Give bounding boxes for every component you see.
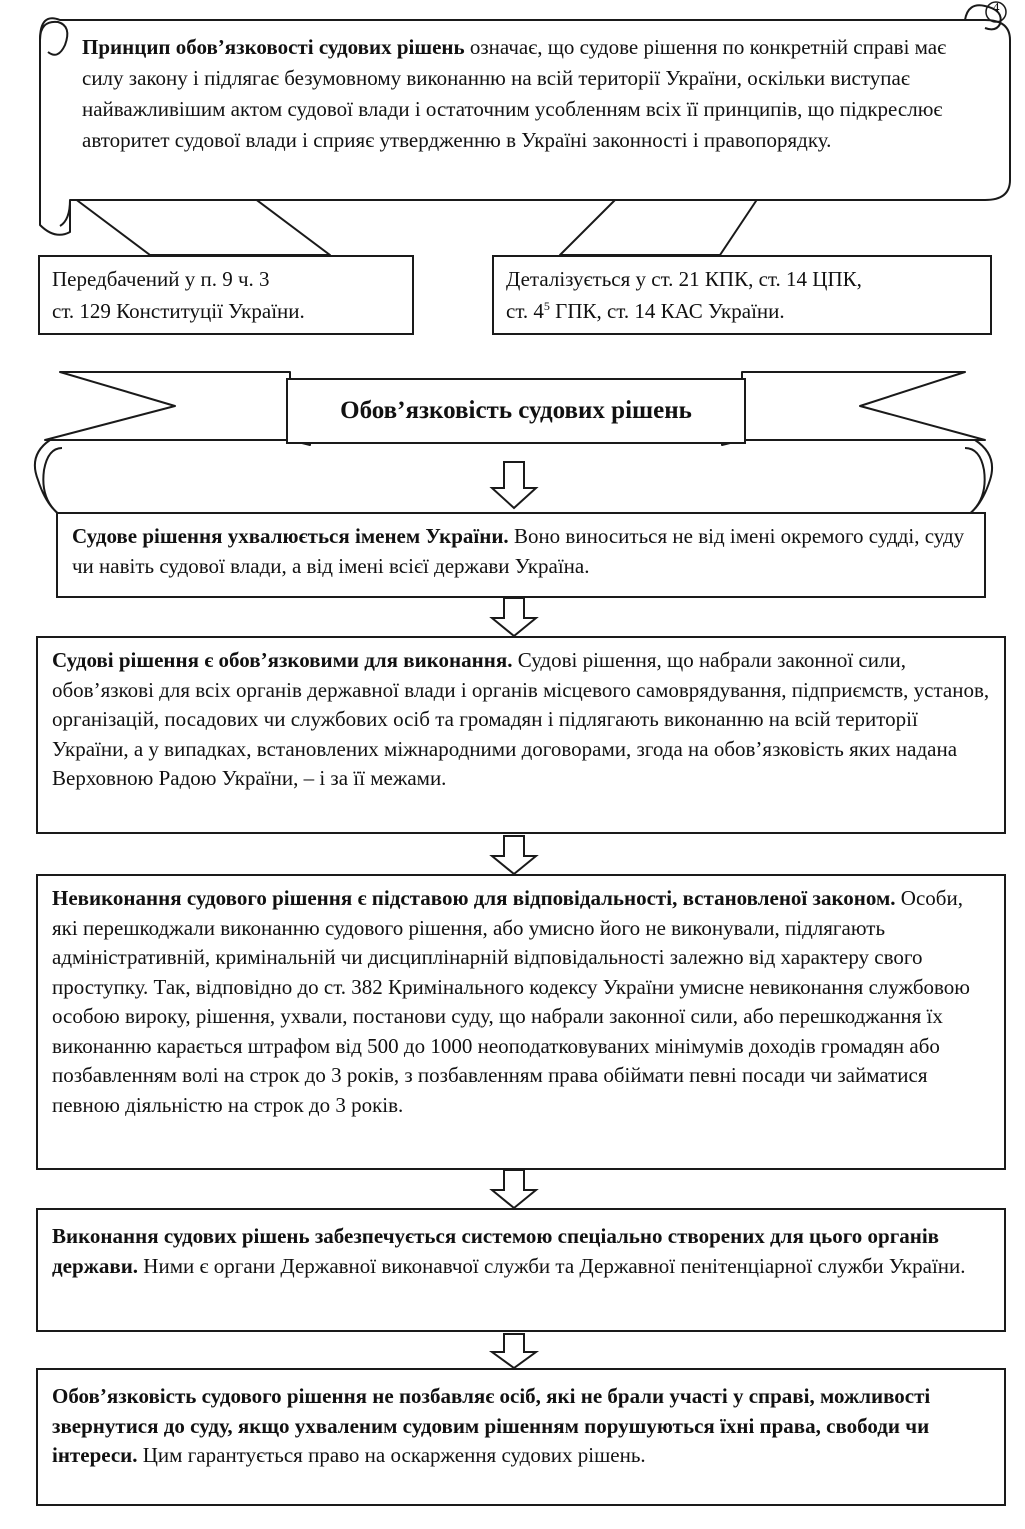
left-note-line1: Передбачений у п. 9 ч. 3: [52, 263, 400, 295]
right-note-line2: ст. 45 ГПК, ст. 14 КАС України.: [506, 295, 978, 327]
banner-title: Обов’язковість судових рішень: [286, 378, 746, 444]
block-2-bold: Судові рішення є обов’язковими для викон…: [52, 648, 512, 672]
arrow-down-5: [492, 1334, 536, 1368]
ribbon-right: [742, 372, 985, 440]
callout-tail-left: [70, 195, 330, 255]
left-note-box: Передбачений у п. 9 ч. 3 ст. 129 Констит…: [38, 255, 414, 335]
block-non-execution-liability: Невиконання судового рішення є підставою…: [36, 874, 1006, 1170]
block-5-text: Цим гарантується право на оскарження суд…: [138, 1443, 646, 1467]
corner-mark: 4: [988, 1, 1004, 17]
block-right-to-appeal: Обов’язковість судового рішення не позба…: [36, 1368, 1006, 1506]
wide-scroll-curl-left: [35, 440, 62, 515]
arrow-down-1: [492, 462, 536, 508]
wide-scroll-curl-right: [965, 440, 992, 515]
block-3-text: Особи, які перешкоджали виконанню судово…: [52, 886, 970, 1117]
block-1-bold: Судове рішення ухвалюється іменем Україн…: [72, 524, 509, 548]
left-note-line2: ст. 129 Конституції України.: [52, 295, 400, 327]
right-note-line2-b: ГПК, ст. 14 КАС України.: [550, 299, 785, 323]
ribbon-left: [45, 372, 290, 440]
right-note-box: Деталізується у ст. 21 КПК, ст. 14 ЦПК, …: [492, 255, 992, 335]
block-execution-bodies: Виконання судових рішень забезпечується …: [36, 1208, 1006, 1332]
arrow-down-3: [492, 836, 536, 874]
principle-text: Принцип обов’язковості судових рішень оз…: [82, 32, 982, 156]
block-3-bold: Невиконання судового рішення є підставою…: [52, 886, 896, 910]
callout-tail-right: [560, 195, 760, 255]
right-note-line2-a: ст. 4: [506, 299, 544, 323]
principle-title: Принцип обов’язковості судових рішень: [82, 35, 465, 59]
block-binding-decisions: Судові рішення є обов’язковими для викон…: [36, 636, 1006, 834]
block-name-of-ukraine: Судове рішення ухвалюється іменем Україн…: [56, 512, 986, 598]
arrow-down-2: [492, 598, 536, 636]
arrow-down-4: [492, 1170, 536, 1208]
block-4-text: Ними є органи Державної виконавчої служб…: [138, 1254, 965, 1278]
right-note-line1: Деталізується у ст. 21 КПК, ст. 14 ЦПК,: [506, 263, 978, 295]
